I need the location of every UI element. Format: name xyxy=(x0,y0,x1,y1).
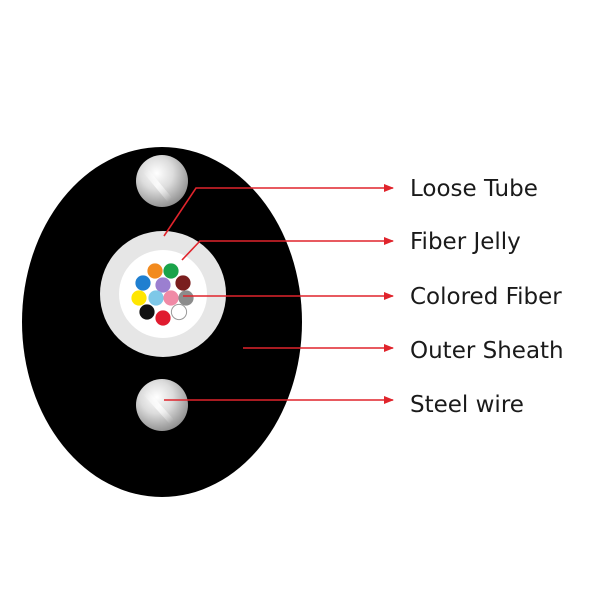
fiber-green xyxy=(163,263,179,279)
steel-wire-bottom xyxy=(136,379,188,431)
fiber-gray xyxy=(178,290,194,306)
fiber-blue xyxy=(135,275,151,291)
leader-line-fiber-jelly xyxy=(181,237,394,261)
label-outer-sheath: Outer Sheath xyxy=(410,338,564,364)
label-fiber-jelly: Fiber Jelly xyxy=(410,229,521,255)
steel-wire-top xyxy=(136,155,188,207)
fiber-rose xyxy=(163,290,179,306)
label-steel-wire: Steel wire xyxy=(410,392,524,418)
fiber-orange xyxy=(147,263,163,279)
leader-line-loose-tube xyxy=(163,184,394,237)
label-loose-tube: Loose Tube xyxy=(410,176,538,202)
fiber-violet xyxy=(155,277,171,293)
leader-lines xyxy=(163,184,394,404)
fiber-black xyxy=(139,304,155,320)
fiber-white xyxy=(170,303,188,321)
label-colored-fiber: Colored Fiber xyxy=(410,284,562,310)
colored-fibers xyxy=(131,263,194,326)
fiber-red xyxy=(155,310,171,326)
fiber-aqua xyxy=(148,290,164,306)
fiber-brown xyxy=(175,275,191,291)
fiber-yellow xyxy=(131,290,147,306)
